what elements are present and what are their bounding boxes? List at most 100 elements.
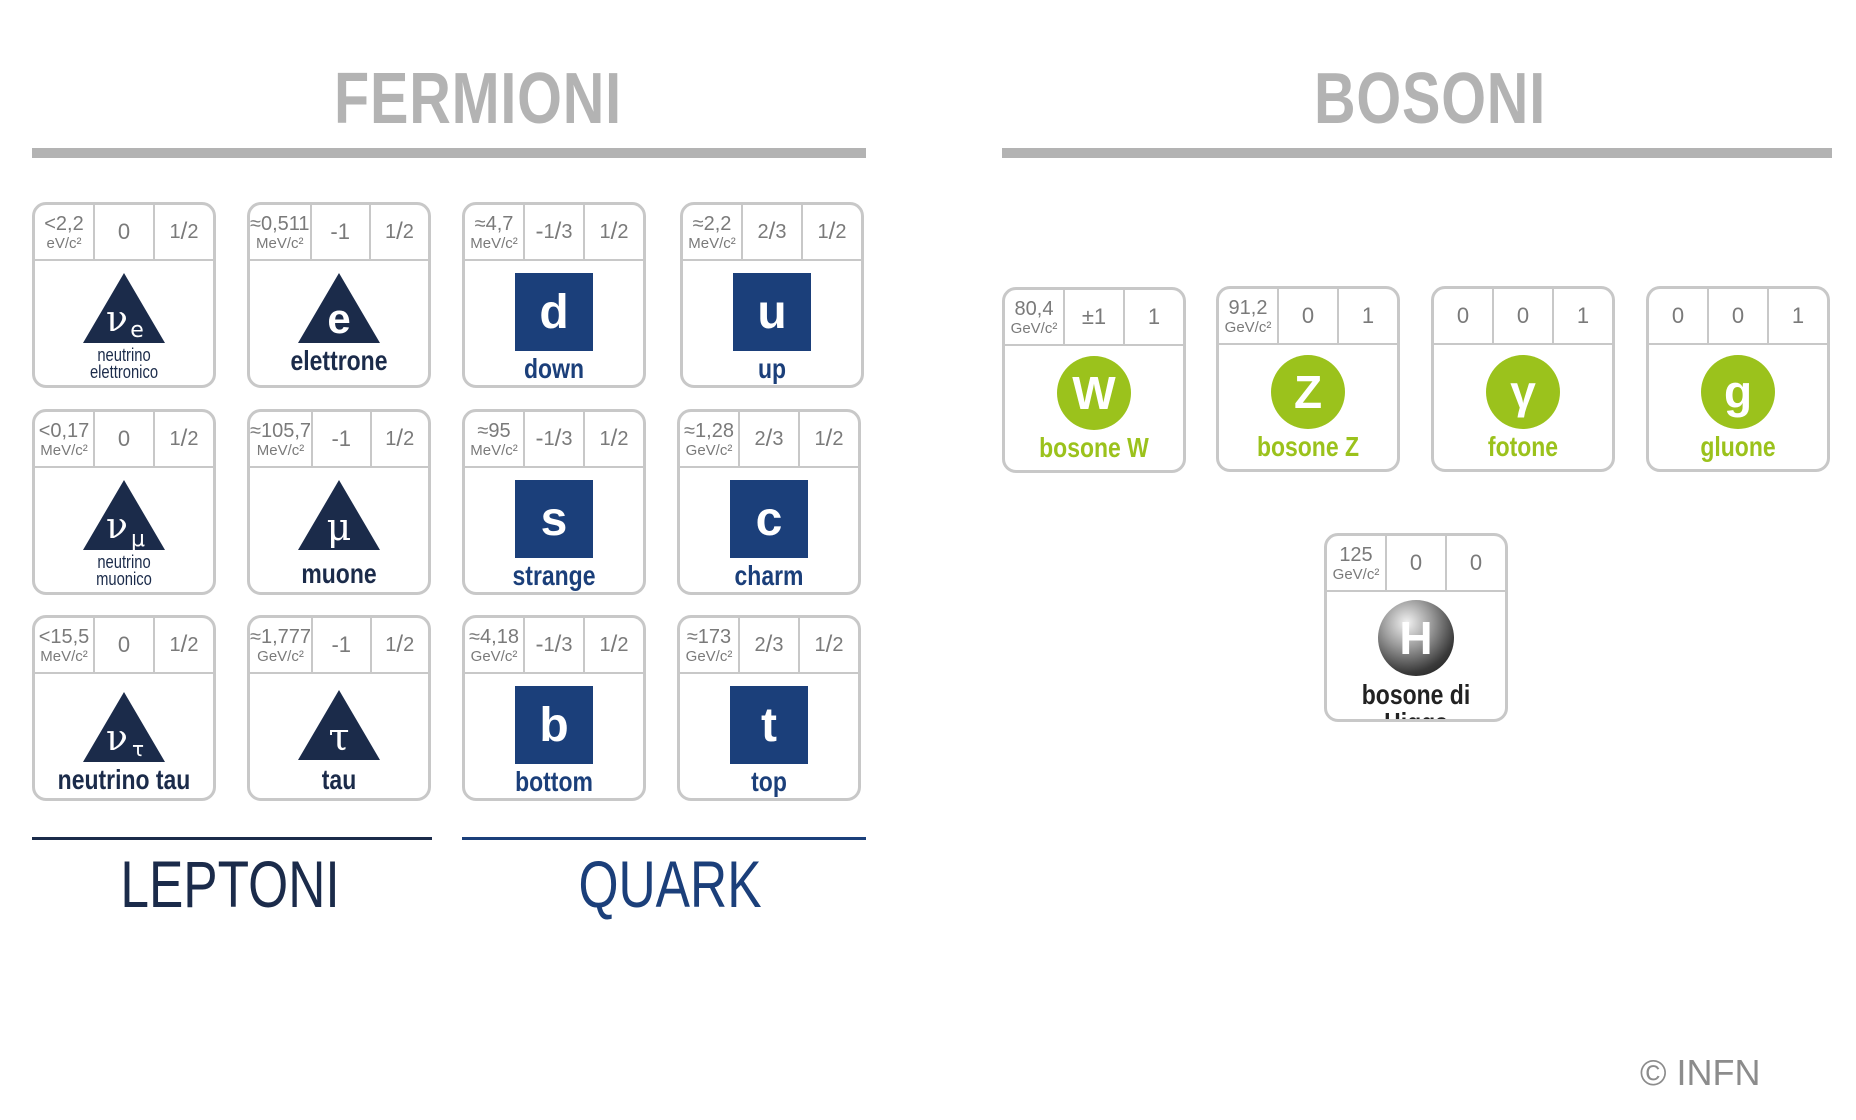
- particle-name: elettrone: [290, 345, 388, 376]
- spin: 1: [1337, 289, 1397, 343]
- higgs-sphere-icon: H: [1378, 600, 1454, 676]
- svg-text:e: e: [327, 295, 350, 342]
- particle-name: bosone W: [1039, 432, 1149, 463]
- svg-text:μ: μ: [131, 527, 145, 552]
- charge: -1/3: [523, 412, 583, 466]
- particle-name: tau: [321, 764, 357, 795]
- spin: 1/2: [798, 412, 858, 466]
- boson-circle-icon: W: [1057, 356, 1131, 430]
- particle-name: top: [751, 766, 787, 797]
- spin: 1/2: [368, 205, 428, 259]
- lepton-triangle-icon: ν μ: [83, 480, 165, 552]
- particle-name: up: [757, 353, 787, 384]
- quark-square-icon: b: [515, 686, 593, 764]
- spin: 1/2: [153, 412, 213, 466]
- mass: 0: [1456, 303, 1470, 328]
- leptoni-line: [32, 837, 432, 840]
- leptoni-label: LEPTONI: [120, 847, 340, 921]
- charge: 0: [1492, 289, 1552, 343]
- particle-name: neutrino tau: [57, 764, 191, 795]
- charge: -1/3: [523, 618, 583, 672]
- charge: 0: [93, 412, 153, 466]
- particle-name: down: [524, 353, 584, 384]
- quark-label: QUARK: [578, 847, 762, 921]
- quark-line: [462, 837, 866, 840]
- charge: 2/3: [741, 205, 801, 259]
- spin: 1/2: [583, 205, 643, 259]
- spin: 1: [1123, 290, 1183, 344]
- particle-name: gluone: [1700, 431, 1776, 462]
- charge: 0: [93, 618, 153, 672]
- spin: 1/2: [583, 412, 643, 466]
- charge: 2/3: [738, 618, 798, 672]
- boson-circle-icon: γ: [1486, 355, 1560, 429]
- svg-text:ν: ν: [106, 718, 128, 759]
- particle-name: bottom: [515, 766, 593, 797]
- charge: 0: [1277, 289, 1337, 343]
- charge: -1/3: [523, 205, 583, 259]
- charge: 0: [1707, 289, 1767, 343]
- lepton-triangle-icon: μ: [298, 480, 380, 550]
- particle-card-gluon[interactable]: 0 0 1 g gluone: [1646, 286, 1830, 472]
- charge: 2/3: [738, 412, 798, 466]
- spin: 1: [1767, 289, 1827, 343]
- particle-name: bosone Z: [1256, 431, 1360, 462]
- spin: 1/2: [369, 412, 428, 466]
- particle-name: bosone di Higgs: [1361, 679, 1471, 720]
- svg-text:τ: τ: [132, 737, 144, 761]
- quark-square-icon: d: [515, 273, 593, 351]
- spin: 1/2: [369, 618, 428, 672]
- charge: 0: [1385, 536, 1445, 590]
- particle-name: fotone: [1487, 431, 1559, 462]
- particle-card-photon[interactable]: 0 0 1 γ fotone: [1431, 286, 1615, 472]
- charge: -1: [311, 618, 369, 672]
- spin: 1/2: [583, 618, 643, 672]
- spin: 1/2: [153, 205, 213, 259]
- spin: 1/2: [153, 618, 213, 672]
- quark-square-icon: t: [730, 686, 808, 764]
- particle-name: strange: [512, 560, 596, 591]
- spin: 1/2: [798, 618, 858, 672]
- svg-text:μ: μ: [327, 505, 352, 549]
- charge: -1: [309, 205, 369, 259]
- spin: 0: [1445, 536, 1505, 590]
